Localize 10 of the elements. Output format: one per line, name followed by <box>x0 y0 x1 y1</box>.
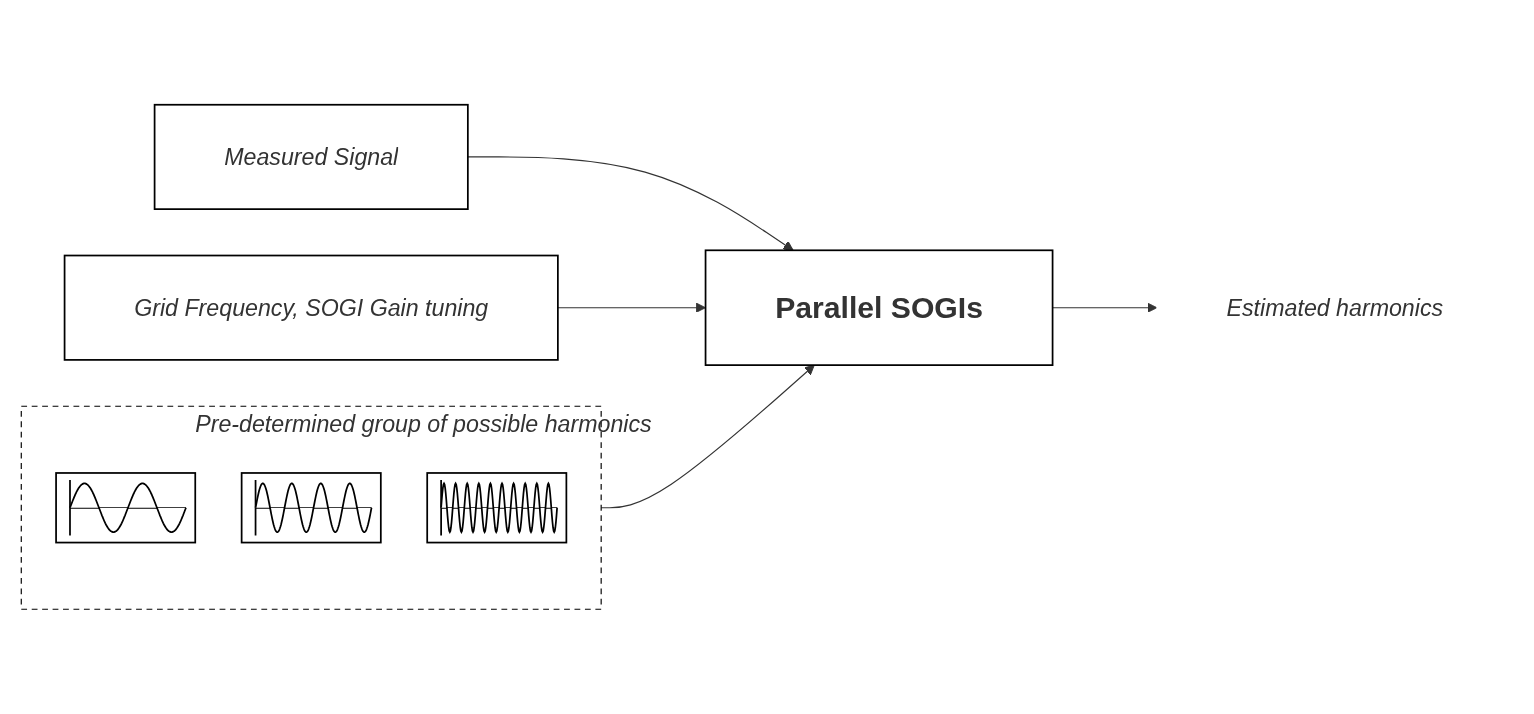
node-picture <box>55 472 197 544</box>
node-picture <box>240 472 382 544</box>
node-label: Pre-determined group of possible harmonics <box>195 410 652 437</box>
node-text: Estimated harmonics <box>1226 294 1444 321</box>
arrow <box>467 156 794 251</box>
node-picture <box>426 472 568 544</box>
node-box: Parallel SOGIs <box>704 249 1054 366</box>
arrow <box>557 302 706 313</box>
node-box: Measured Signal <box>153 103 469 210</box>
node-box: Grid Frequency, SOGI Gain tuning <box>63 254 559 361</box>
